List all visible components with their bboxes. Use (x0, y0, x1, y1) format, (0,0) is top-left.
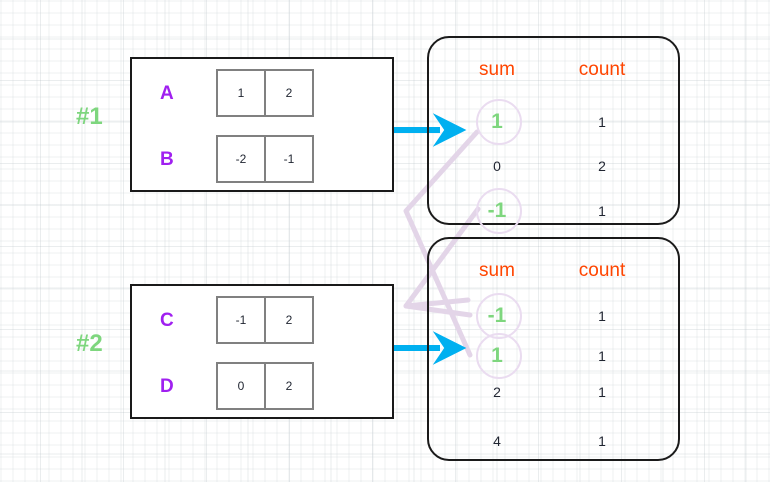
table-1-header-count: count (578, 59, 626, 80)
cell-B-0: -2 (216, 135, 266, 183)
group-label-1: #1 (76, 103, 103, 130)
row-key-B: B (160, 148, 174, 170)
cell-C-0: -1 (216, 296, 266, 344)
cell-A-0: 1 (216, 69, 266, 117)
partition-box-2: C -1 2 D 0 2 (130, 284, 394, 419)
table-2-header-count: count (578, 260, 626, 281)
table-1-row-0-sum: 1 (491, 110, 503, 133)
table-1-row-0-count: 1 (598, 114, 606, 130)
highlight-circle-t1-r0 (476, 99, 522, 145)
cell-A-1: 2 (264, 69, 314, 117)
row-D-cells: 0 2 (216, 362, 314, 410)
table-2-row-3-count: 1 (598, 433, 606, 449)
table-2-row-3-sum: 4 (493, 433, 501, 449)
row-key-A: A (160, 82, 174, 104)
cell-D-0: 0 (216, 362, 266, 410)
row-key-C: C (160, 309, 174, 331)
partition-1-row-A: A 1 2 (160, 69, 314, 117)
highlight-circle-t2-r1 (476, 333, 522, 379)
table-1-row-1-count: 2 (598, 158, 606, 174)
row-key-D: D (160, 375, 174, 397)
partition-box-1: A 1 2 B -2 -1 (130, 57, 394, 192)
partition-2-row-D: D 0 2 (160, 362, 314, 410)
table-2-row-1-sum: 1 (491, 344, 503, 367)
highlight-circle-t1-r2 (476, 188, 522, 234)
cell-C-1: 2 (264, 296, 314, 344)
table-2-row-2-count: 1 (598, 384, 606, 400)
cell-B-1: -1 (264, 135, 314, 183)
table-1-row-2-count: 1 (598, 203, 606, 219)
table-2-row-2-sum: 2 (493, 384, 501, 400)
row-A-cells: 1 2 (216, 69, 314, 117)
table-1-row-1-sum: 0 (493, 158, 501, 174)
row-B-cells: -2 -1 (216, 135, 314, 183)
table-1-header-sum: sum (479, 59, 515, 80)
table-2-row-0-sum: -1 (487, 304, 507, 327)
partition-2-row-C: C -1 2 (160, 296, 314, 344)
aggregate-table-2: sum count -1 1 1 1 2 1 4 1 (427, 237, 680, 461)
partition-1-row-B: B -2 -1 (160, 135, 314, 183)
row-C-cells: -1 2 (216, 296, 314, 344)
group-label-2: #2 (76, 330, 103, 357)
table-2-header-sum: sum (479, 260, 515, 281)
table-2-row-0-count: 1 (598, 308, 606, 324)
table-1-row-2-sum: -1 (487, 199, 507, 222)
aggregate-table-1: sum count 1 1 0 2 -1 1 (427, 36, 680, 234)
table-2-row-1-count: 1 (598, 348, 606, 364)
cell-D-1: 2 (264, 362, 314, 410)
